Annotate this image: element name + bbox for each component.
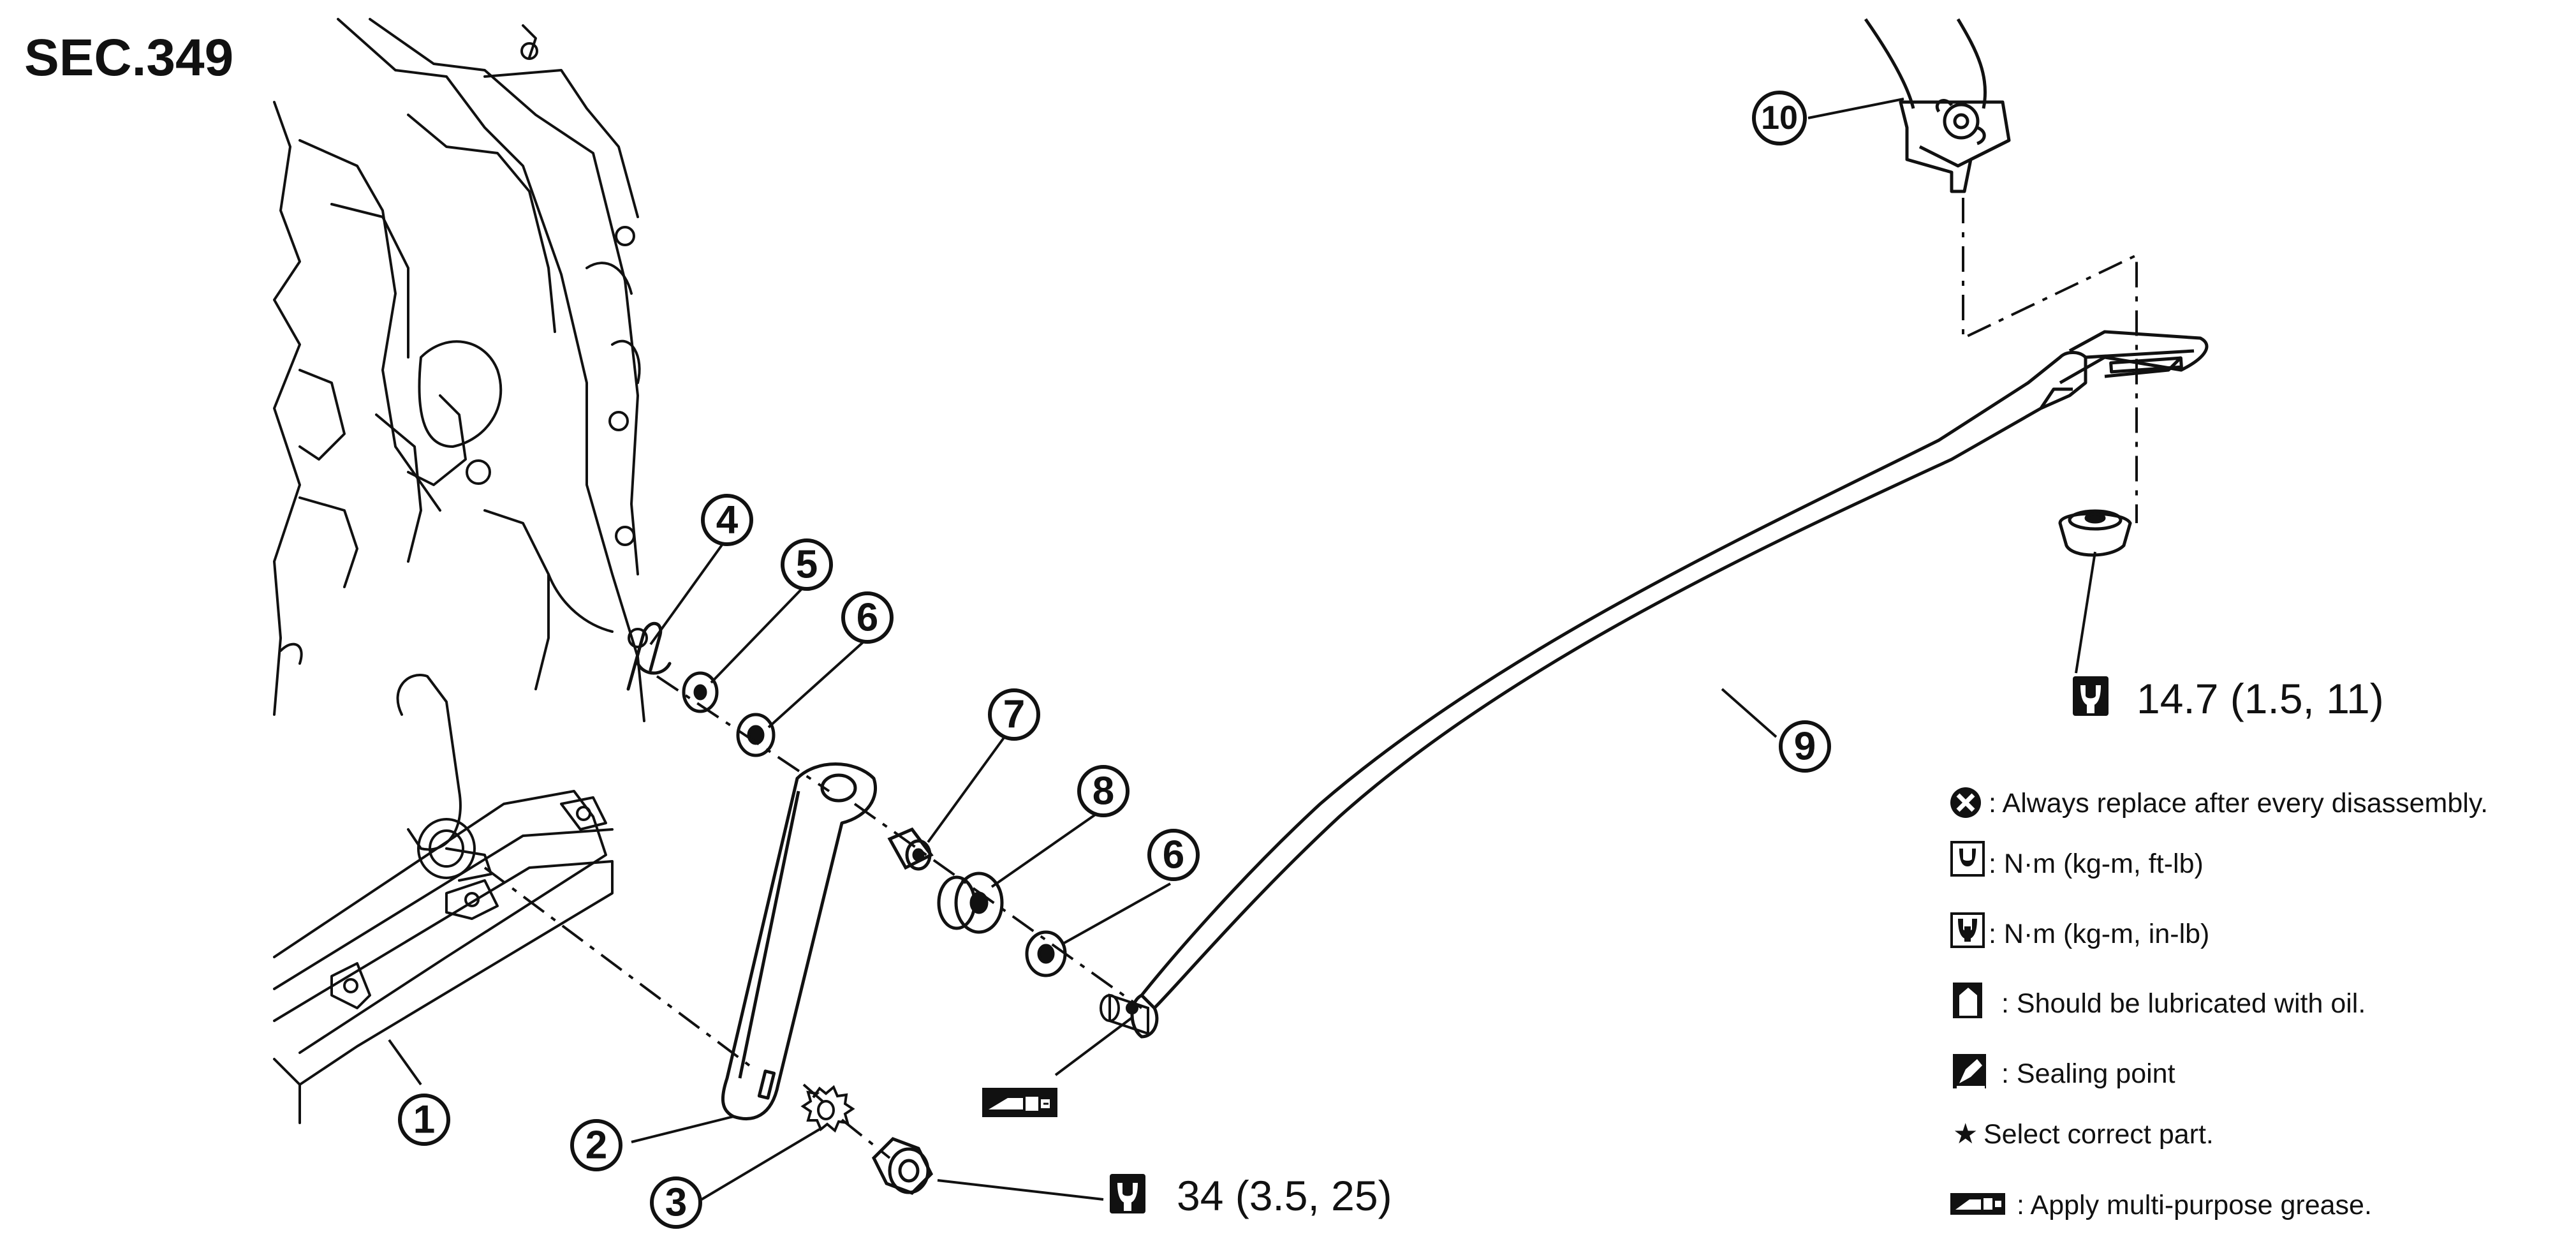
section-title: SEC.349	[24, 29, 233, 87]
replace-icon	[1950, 787, 1981, 818]
oil-icon	[1953, 983, 1982, 1018]
shift-control-rod	[1130, 330, 2209, 1039]
torque-ftlb-icon	[1950, 841, 1985, 877]
star-icon: ★	[1953, 1118, 1978, 1150]
legend-ftlb: : N·m (kg-m, ft-lb)	[1989, 849, 2204, 879]
callout-1: 1	[398, 1094, 450, 1146]
control-lever	[721, 762, 878, 1120]
svg-text:6: 6	[1163, 833, 1184, 877]
snap-pin	[626, 622, 672, 691]
svg-text:8: 8	[1093, 769, 1114, 813]
callout-3: 3	[650, 1176, 702, 1229]
torque-wrench-icon	[2073, 676, 2109, 716]
torque-spec-bolt: 14.7 (1.5, 11)	[2073, 675, 2384, 722]
torque-spec-nut: 34 (3.5, 25)	[1110, 1172, 1392, 1219]
grease-point-symbol	[981, 1087, 1059, 1118]
assembly-lines	[483, 198, 2138, 1159]
bracket-nut	[2058, 509, 2132, 557]
callout-6b: 6	[1147, 829, 1200, 881]
callouts: 1 2 3 4 5 6 7 8 6 9 10	[398, 91, 1831, 1229]
svg-text:1: 1	[413, 1098, 435, 1142]
svg-text:34 (3.5, 25): 34 (3.5, 25)	[1177, 1172, 1392, 1219]
svg-text:10: 10	[1761, 100, 1798, 137]
svg-text:4: 4	[716, 498, 739, 542]
legend-replace: : Always replace after every disassembly…	[1989, 788, 2488, 819]
svg-text:5: 5	[796, 543, 818, 587]
callout-7: 7	[988, 688, 1040, 741]
callout-2: 2	[570, 1119, 622, 1171]
symbol-legend: : Always replace after every disassembly…	[1950, 787, 2488, 1220]
svg-text:9: 9	[1794, 725, 1816, 769]
transmission-case	[273, 18, 648, 1124]
bushing	[937, 872, 1004, 934]
callout-10: 10	[1752, 91, 1807, 145]
washer-5	[682, 671, 719, 713]
svg-text:7: 7	[1003, 693, 1025, 737]
torque-wrench-icon	[1110, 1174, 1145, 1213]
legend-sealing: : Sealing point	[2001, 1058, 2175, 1089]
collar	[887, 827, 934, 871]
sealing-icon	[1953, 1054, 1986, 1088]
legend-star: Select correct part.	[1984, 1119, 2214, 1150]
legend-grease: : Apply multi-purpose grease.	[2017, 1190, 2372, 1220]
lock-nut	[871, 1137, 934, 1195]
callout-5: 5	[781, 538, 833, 591]
callout-6a: 6	[841, 591, 894, 644]
callout-4: 4	[701, 494, 753, 546]
callout-9: 9	[1779, 720, 1831, 773]
legend-oil: : Should be lubricated with oil.	[2001, 988, 2366, 1019]
svg-text:3: 3	[665, 1181, 687, 1225]
rod-end-pin	[1100, 993, 1149, 1035]
legend-inlb: : N·m (kg-m, in-lb)	[1989, 919, 2209, 949]
grease-icon	[1950, 1193, 2005, 1215]
lock-washer	[800, 1085, 855, 1133]
washer-6b	[1025, 930, 1067, 977]
svg-text:2: 2	[585, 1124, 607, 1168]
svg-text:14.7 (1.5, 11): 14.7 (1.5, 11)	[2137, 675, 2384, 722]
callout-8: 8	[1077, 765, 1130, 817]
torque-inlb-icon	[1950, 912, 1985, 948]
leader-lines	[388, 98, 2096, 1201]
svg-text:6: 6	[857, 596, 878, 640]
control-device-bracket	[1864, 18, 2011, 193]
